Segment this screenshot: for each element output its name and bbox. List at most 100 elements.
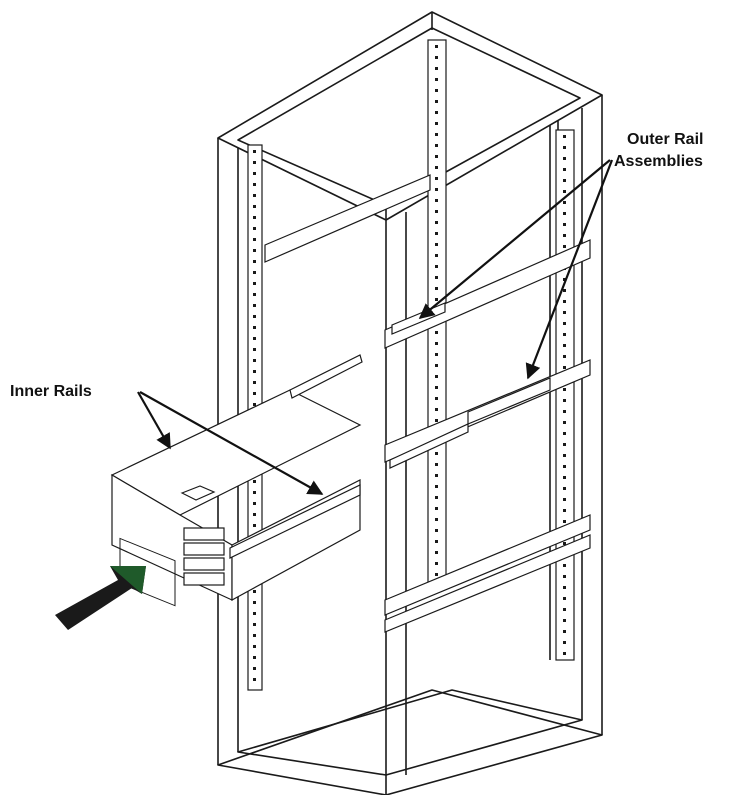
rail-hole (435, 254, 438, 257)
rail-hole (563, 157, 566, 160)
rail-hole (435, 540, 438, 543)
server-chassis (110, 354, 363, 607)
rail-hole (563, 586, 566, 589)
rail-hole (435, 331, 438, 334)
rail-hole (435, 474, 438, 477)
rail-hole (435, 562, 438, 565)
rail-hole (253, 392, 256, 395)
rail-hole (253, 216, 256, 219)
rail-hole (253, 282, 256, 285)
rail-hole (563, 311, 566, 314)
rail-hole (253, 491, 256, 494)
rail-hole (253, 645, 256, 648)
rail-hole (563, 443, 566, 446)
rail-hole (563, 146, 566, 149)
rail-hole (563, 212, 566, 215)
rail-hole (435, 463, 438, 466)
rail-hole (563, 641, 566, 644)
rail-hole (563, 201, 566, 204)
rail-hole (253, 161, 256, 164)
rail-hole (253, 634, 256, 637)
rail-hole (563, 575, 566, 578)
rail-hole (563, 344, 566, 347)
rail-hole (253, 403, 256, 406)
rail-hole (563, 476, 566, 479)
rail-hole (253, 667, 256, 670)
rail-hole (435, 265, 438, 268)
push-arrow-icon (55, 566, 146, 630)
rail-hole (435, 243, 438, 246)
rail-hole (253, 150, 256, 153)
rail-hole (253, 271, 256, 274)
rail-hole (563, 190, 566, 193)
outer-rail-assembly-right (389, 377, 551, 469)
rail-hole (435, 221, 438, 224)
rail-hole (563, 421, 566, 424)
rail-hole (563, 630, 566, 633)
rail-hole (253, 656, 256, 659)
rail-hole (253, 480, 256, 483)
rail-hole (253, 381, 256, 384)
rail-hole (563, 135, 566, 138)
rail-hole (435, 496, 438, 499)
rail-hole (253, 260, 256, 263)
rail-hole (435, 199, 438, 202)
rail-hole (563, 289, 566, 292)
outer-rail-pointers (418, 159, 614, 380)
rail-hole (435, 144, 438, 147)
rail-hole (563, 234, 566, 237)
rail-hole (563, 652, 566, 655)
rail-hole (563, 300, 566, 303)
rail-hole (435, 188, 438, 191)
rail-hole (253, 194, 256, 197)
rail-hole (563, 465, 566, 468)
rail-hole (435, 419, 438, 422)
rail-hole (435, 518, 438, 521)
rail-hole (435, 287, 438, 290)
rail-hole (563, 520, 566, 523)
rail-hole (253, 315, 256, 318)
rail-hole (435, 298, 438, 301)
rail-hole (563, 509, 566, 512)
front-right-rail (555, 129, 575, 661)
rail-hole (253, 513, 256, 516)
rail-hole (435, 210, 438, 213)
rail-hole (253, 524, 256, 527)
rail-hole (435, 408, 438, 411)
rail-hole (563, 223, 566, 226)
rail-hole (563, 245, 566, 248)
rail-hole (253, 502, 256, 505)
rail-hole (253, 678, 256, 681)
inner-rail-pointers (137, 391, 324, 495)
rail-hole (253, 359, 256, 362)
rail-hole (435, 364, 438, 367)
rail-hole (435, 100, 438, 103)
rail-hole (253, 370, 256, 373)
rail-hole (563, 597, 566, 600)
rail-hole (563, 410, 566, 413)
rail-hole (253, 183, 256, 186)
rail-hole (563, 322, 566, 325)
rail-hole (563, 608, 566, 611)
rail-hole (435, 485, 438, 488)
rail-hole (253, 337, 256, 340)
rail-hole (435, 45, 438, 48)
rail-hole (563, 355, 566, 358)
rail-hole (253, 326, 256, 329)
rail-hole (563, 432, 566, 435)
rail-hole (435, 111, 438, 114)
rail-hole (253, 623, 256, 626)
rail-hole (435, 529, 438, 532)
rail-hole (435, 78, 438, 81)
rail-hole (563, 487, 566, 490)
rail-hole (563, 366, 566, 369)
rail-hole (435, 67, 438, 70)
rail-hole (435, 551, 438, 554)
rail-hole (435, 155, 438, 158)
rail-hole (435, 56, 438, 59)
outer-rail-label-line1: Outer Rail (627, 131, 703, 148)
rail-hole (563, 619, 566, 622)
rail-hole (253, 227, 256, 230)
rail-hole (563, 179, 566, 182)
